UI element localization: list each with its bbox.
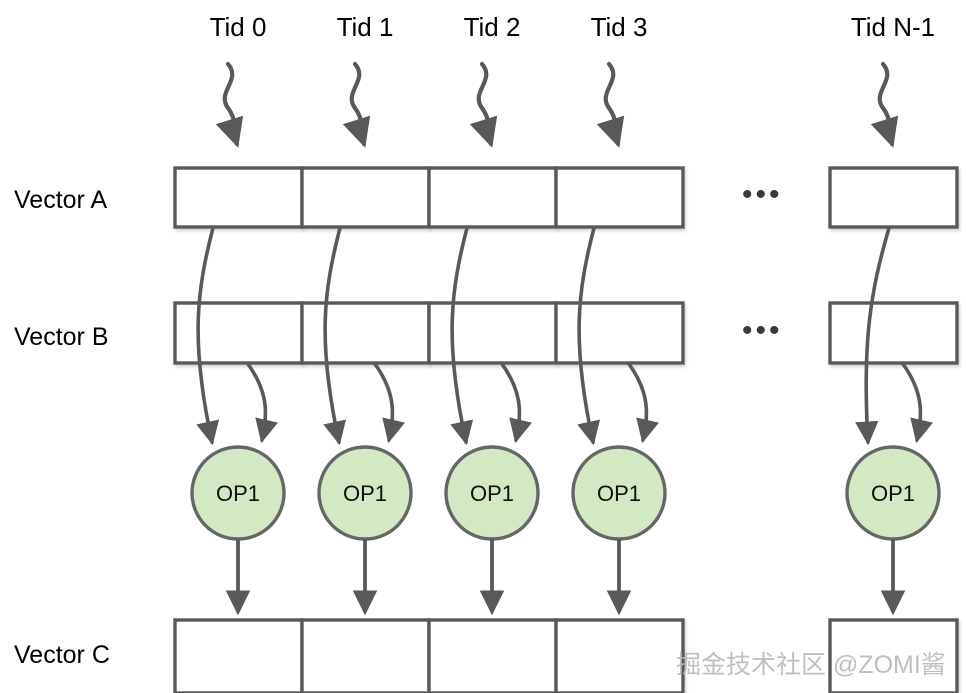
tid-label-3: Tid 3	[590, 12, 648, 42]
vector-b-cell-0	[173, 301, 304, 365]
op-node-label-3: OP1	[596, 481, 642, 506]
connector-a-to-op-2	[450, 226, 474, 446]
op-node-label-0: OP1	[215, 481, 261, 506]
connector-b-to-op-n-1	[901, 362, 933, 444]
vector-c-cell-0	[173, 618, 304, 693]
connector-b-to-op-0	[246, 362, 278, 444]
op-node-label-n-1: OP1	[870, 481, 916, 506]
vector-a-to-op-connectors	[196, 226, 891, 446]
vector-a-cell-n-1	[828, 166, 959, 229]
thread-arrows-group	[215, 61, 899, 148]
op-node-label-2: OP1	[469, 481, 515, 506]
vector-b-cell-n-1	[828, 301, 959, 365]
vector-c-label: Vector C	[14, 641, 110, 669]
vector-a-cell-3	[554, 166, 685, 229]
connector-b-to-op-1	[373, 362, 405, 444]
tid-label-1: Tid 1	[336, 12, 394, 42]
vector-b-label: Vector B	[14, 323, 109, 351]
vector-b-cell-2	[427, 301, 558, 365]
vector-b-to-op-connectors	[246, 362, 933, 444]
vector-c-cell-2	[427, 618, 558, 693]
vector-c-cell-3	[554, 618, 685, 693]
connector-a-to-op-1	[323, 226, 347, 446]
thread-arrow-tid-n-1	[870, 61, 899, 148]
thread-arrow-tid-3	[596, 61, 625, 148]
vector-a-label: Vector A	[14, 186, 108, 214]
vector-a-ellipsis: •••	[742, 178, 783, 211]
watermark-text: 掘金技术社区 @ZOMI酱	[676, 651, 946, 679]
vector-c-cells	[173, 618, 959, 693]
thread-arrow-tid-0	[215, 61, 244, 148]
op-to-vector-c-connectors	[225, 539, 906, 616]
vector-b-cell-1	[300, 301, 431, 365]
thread-arrow-tid-2	[469, 61, 498, 148]
op-node-label-1: OP1	[342, 481, 388, 506]
vector-a-cell-1	[300, 166, 431, 229]
vector-b-cell-3	[554, 301, 685, 365]
op-nodes-group	[190, 445, 941, 541]
tid-label-2: Tid 2	[463, 12, 521, 42]
vector-c-cell-n-1	[828, 618, 959, 693]
vector-a-cell-2	[427, 166, 558, 229]
vector-b-cells	[173, 301, 959, 365]
connector-b-to-op-3	[627, 362, 659, 444]
connector-b-to-op-2	[500, 362, 532, 444]
vector-a-cells	[173, 166, 959, 229]
vector-b-ellipsis: •••	[742, 314, 783, 347]
tid-label-0: Tid 0	[209, 12, 267, 42]
thread-arrow-tid-1	[342, 61, 371, 148]
connector-a-to-op-0	[196, 226, 220, 446]
tid-label-n-1: Tid N-1	[850, 12, 936, 42]
vector-a-cell-0	[173, 166, 304, 229]
connector-a-to-op-3	[577, 226, 601, 446]
connector-a-to-op-n-1	[855, 226, 891, 446]
vector-c-cell-1	[300, 618, 431, 693]
